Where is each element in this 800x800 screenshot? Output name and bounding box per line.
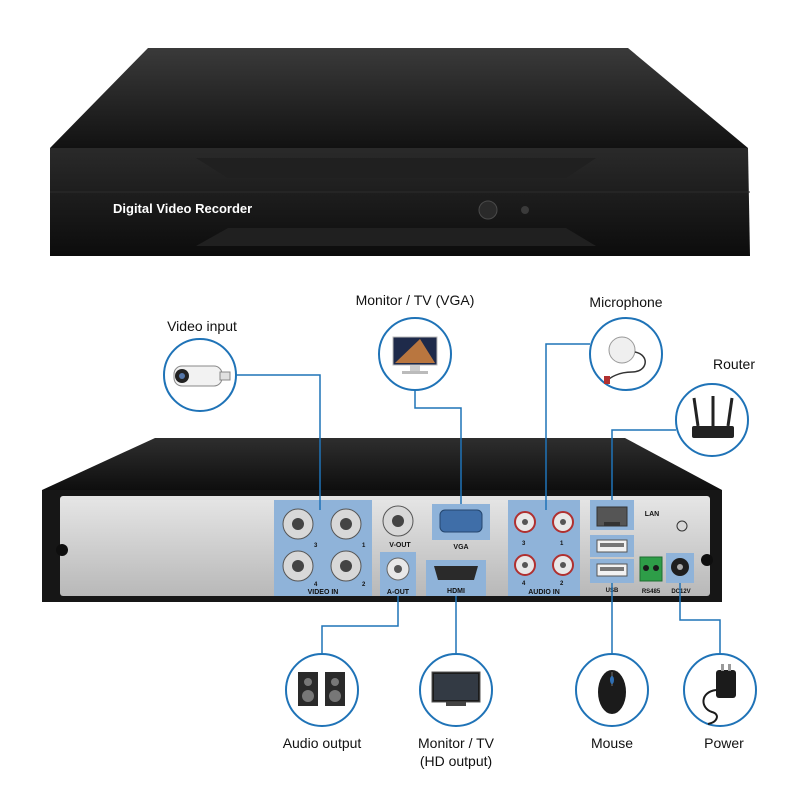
tv-monitor-icon: [431, 671, 481, 706]
video-in-label: VIDEO IN: [308, 589, 339, 596]
usb-port-upper[interactable]: [590, 535, 634, 557]
rear-screw-right-icon: [701, 554, 713, 566]
callout-lines: [236, 343, 721, 660]
ground-terminal-icon: [676, 520, 688, 532]
rca-audio-in-1[interactable]: [552, 511, 574, 533]
dc12v-label: DC12V: [671, 589, 690, 595]
label-audio-output: Audio output: [283, 735, 362, 751]
dvr-rear-view: 3 1 4 2 VIDEO IN V-OUT VGA A-OUT HDMI: [42, 438, 722, 602]
front-brand-label: Digital Video Recorder: [113, 201, 252, 216]
video-ch-label-4: 4: [314, 582, 318, 588]
a-out-label: A-OUT: [387, 589, 410, 596]
rear-screw-left-icon: [56, 544, 68, 556]
vga-port[interactable]: [432, 504, 490, 540]
mouse-icon: [598, 670, 626, 714]
bnc-video-in-3[interactable]: [282, 508, 314, 540]
lan-label: LAN: [645, 511, 659, 518]
rca-audio-in-3[interactable]: [514, 511, 536, 533]
audio-ch-label-1: 1: [560, 541, 564, 547]
label-microphone: Microphone: [589, 294, 662, 310]
video-ch-label-1: 1: [362, 543, 366, 549]
label-monitor-hd-line2: (HD output): [420, 753, 492, 769]
v-out-label: V-OUT: [389, 542, 411, 549]
rca-audio-in-2[interactable]: [552, 554, 574, 576]
rs485-terminal[interactable]: [639, 556, 663, 582]
vga-label: VGA: [453, 544, 468, 551]
hdmi-label: HDMI: [447, 588, 465, 595]
audio-ch-label-4: 4: [522, 581, 526, 587]
router-icon: [692, 396, 734, 438]
label-monitor-vga: Monitor / TV (VGA): [356, 292, 475, 308]
power-led-icon: [521, 206, 529, 214]
power-adapter-icon: [702, 664, 736, 725]
callout-power: Power: [683, 653, 757, 751]
callout-monitor-vga: Monitor / TV (VGA): [356, 292, 475, 391]
label-power: Power: [704, 735, 744, 751]
callout-monitor-hd: Monitor / TV (HD output): [418, 653, 495, 769]
label-mouse: Mouse: [591, 735, 633, 751]
dvr-front-upper-vent: [196, 158, 596, 178]
label-video-input: Video input: [167, 318, 237, 334]
video-in-port-block: 3 1 4 2 VIDEO IN: [274, 500, 372, 596]
line-video-input: [236, 374, 321, 510]
a-out-port-block[interactable]: [380, 552, 416, 596]
dvr-rear-top-cover: [42, 438, 722, 490]
bnc-video-in-4[interactable]: [282, 550, 314, 582]
line-audio-output: [321, 596, 399, 660]
dvr-front-lower-vent: [196, 228, 596, 246]
video-ch-label-3: 3: [314, 543, 318, 549]
speakers-icon: [298, 672, 345, 706]
lan-port[interactable]: [590, 500, 634, 530]
line-microphone: [545, 343, 590, 510]
rca-audio-in-4[interactable]: [514, 554, 536, 576]
desktop-monitor-icon: [392, 336, 438, 374]
bnc-video-in-1[interactable]: [330, 508, 362, 540]
label-router: Router: [713, 356, 755, 372]
callout-audio-output: Audio output: [283, 653, 362, 751]
audio-ch-label-2: 2: [560, 581, 564, 587]
callout-video-input: Video input: [163, 318, 237, 412]
bnc-v-out-port[interactable]: [382, 505, 414, 537]
usb-port-lower[interactable]: [590, 559, 634, 583]
hdmi-port[interactable]: [426, 560, 486, 596]
line-router: [611, 429, 676, 500]
line-power: [679, 583, 721, 660]
cctv-camera-icon: [173, 365, 231, 387]
bnc-video-in-2[interactable]: [330, 550, 362, 582]
audio-in-port-block: 3 1 4 2 AUDIO IN: [508, 500, 580, 596]
dvr-front-view: Digital Video Recorder: [50, 48, 750, 256]
video-ch-label-2: 2: [362, 582, 366, 588]
line-monitor-vga: [414, 390, 462, 504]
audio-in-label: AUDIO IN: [528, 589, 560, 596]
callout-microphone: Microphone: [589, 294, 663, 391]
callout-router: Router: [675, 356, 755, 457]
audio-ch-label-3: 3: [522, 541, 526, 547]
dvr-top-cover: [50, 48, 748, 148]
callout-mouse: Mouse: [575, 653, 649, 751]
microphone-icon: [604, 336, 646, 384]
dc12v-power-jack[interactable]: [666, 553, 694, 583]
label-monitor-hd-line1: Monitor / TV: [418, 735, 495, 751]
rs485-label: RS485: [642, 589, 661, 595]
ir-receiver-icon: [478, 200, 498, 220]
